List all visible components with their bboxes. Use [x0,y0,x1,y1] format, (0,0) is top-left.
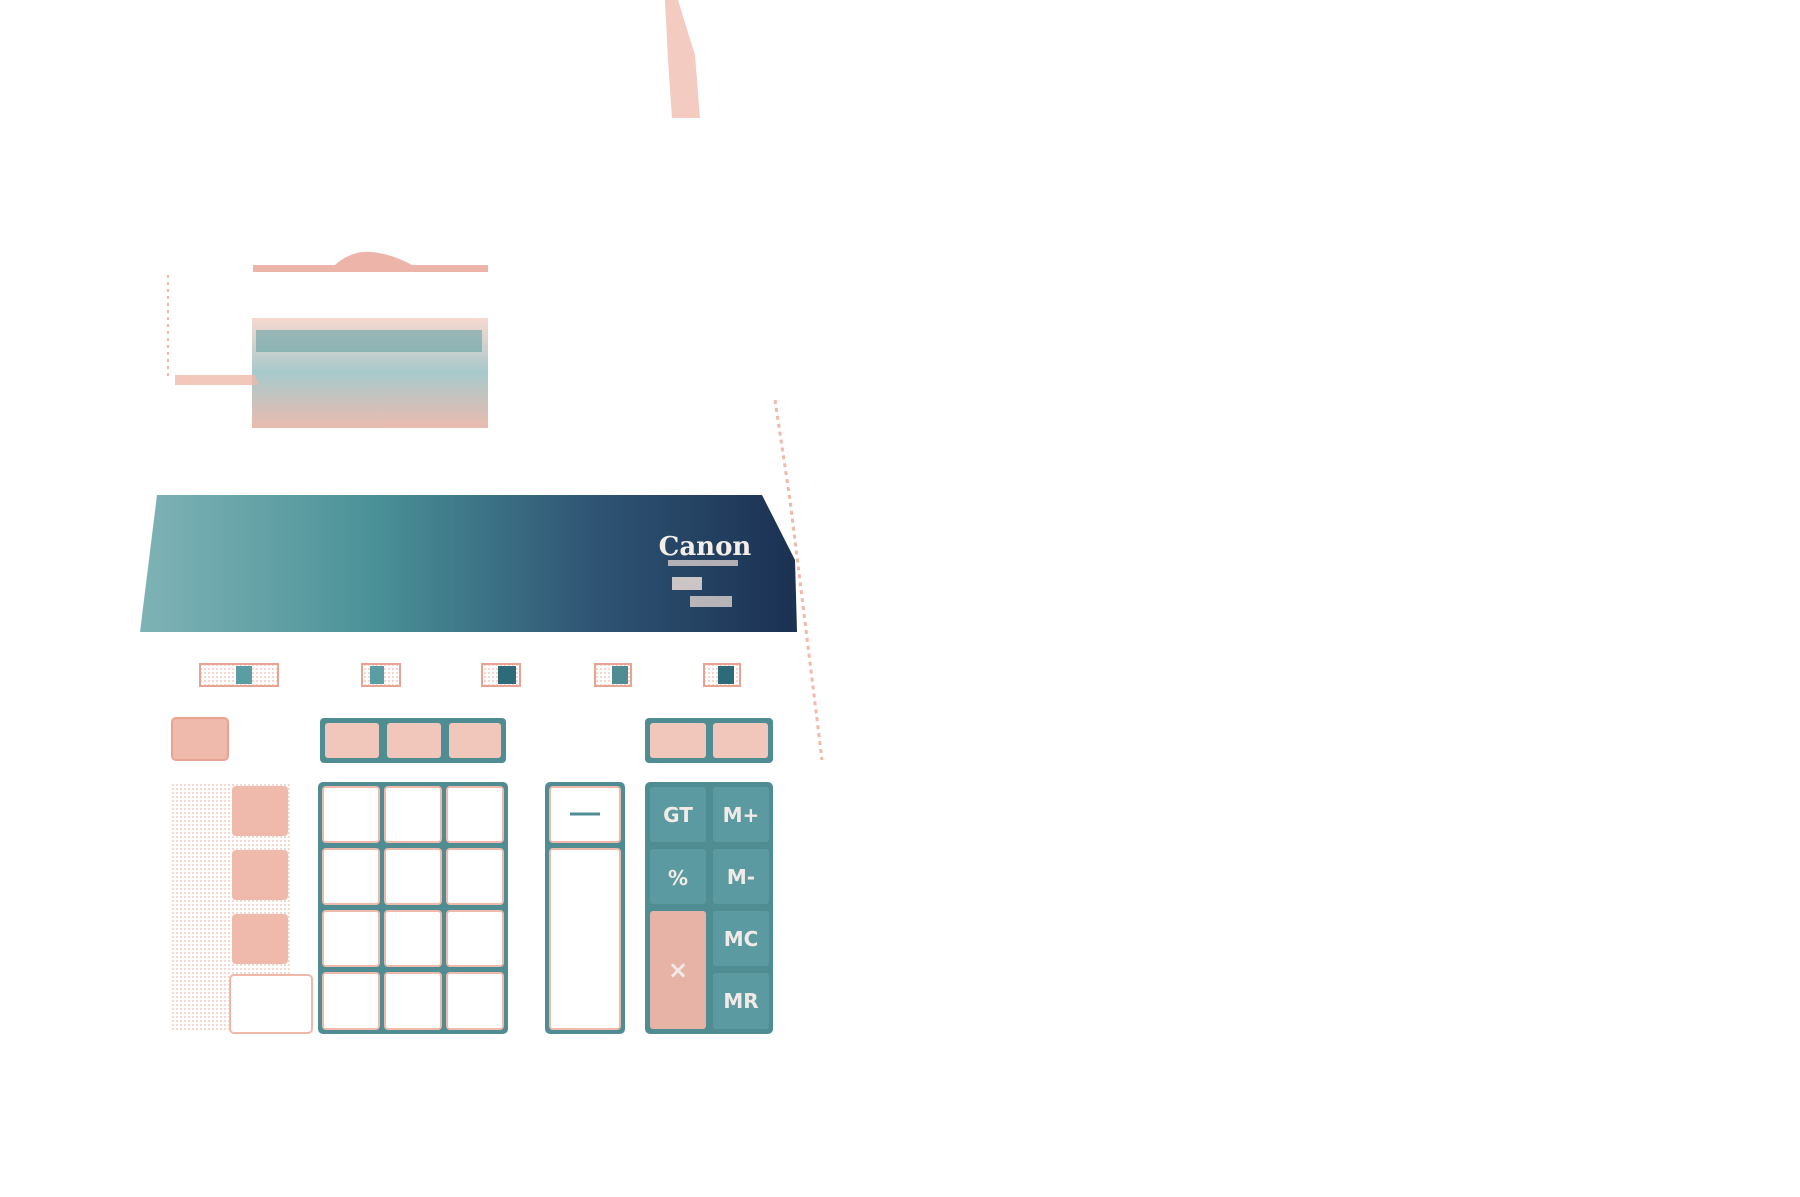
key-000[interactable] [384,972,442,1030]
key-decimal[interactable] [446,972,504,1030]
left-key-1[interactable] [232,786,288,836]
function-key-4[interactable] [449,723,501,758]
function-key-row [171,717,773,763]
m-plus-key-label: M+ [723,803,760,827]
left-key-block [170,782,313,1034]
key-4[interactable] [322,848,380,905]
switch-row [199,663,741,687]
m-minus-key-label: M- [727,865,755,889]
body-edge [773,399,824,761]
key-1[interactable] [322,910,380,967]
key-9[interactable] [446,786,504,843]
m-plus-key[interactable] [713,787,769,842]
paper-strip [665,0,700,118]
key-5[interactable] [384,848,442,905]
mr-key[interactable] [713,973,769,1029]
zero-key[interactable] [229,974,313,1034]
brand-logo: Canon [659,532,752,562]
function-key-2[interactable] [325,723,379,758]
multiply-key-label: × [668,956,688,984]
percent-key-label: % [668,866,688,890]
key-00[interactable] [322,972,380,1030]
key-2[interactable] [384,910,442,967]
m-minus-key[interactable] [713,849,769,904]
key-6[interactable] [446,848,504,905]
function-key-6[interactable] [713,723,768,758]
mc-key[interactable] [713,911,769,966]
function-key-3[interactable] [387,723,441,758]
key-7[interactable] [322,786,380,843]
operator-column [545,782,625,1034]
left-key-3[interactable] [232,914,288,964]
paper-roll-icon [167,251,488,428]
left-key-2[interactable] [232,850,288,900]
gt-key-label: GT [663,803,693,827]
memory-keypad: GT M+ % M- × MC MR [645,782,773,1034]
key-8[interactable] [384,786,442,843]
numeric-keypad [318,782,508,1034]
plus-key[interactable] [549,848,621,1030]
multiply-key[interactable] [650,911,706,1029]
function-key-5[interactable] [650,723,706,758]
mc-key-label: MC [724,927,759,951]
percent-key[interactable] [650,849,706,904]
key-3[interactable] [446,910,504,967]
gt-key[interactable] [650,787,706,842]
function-key-1[interactable] [171,717,229,761]
mr-key-label: MR [723,989,758,1013]
display-panel [140,495,797,632]
